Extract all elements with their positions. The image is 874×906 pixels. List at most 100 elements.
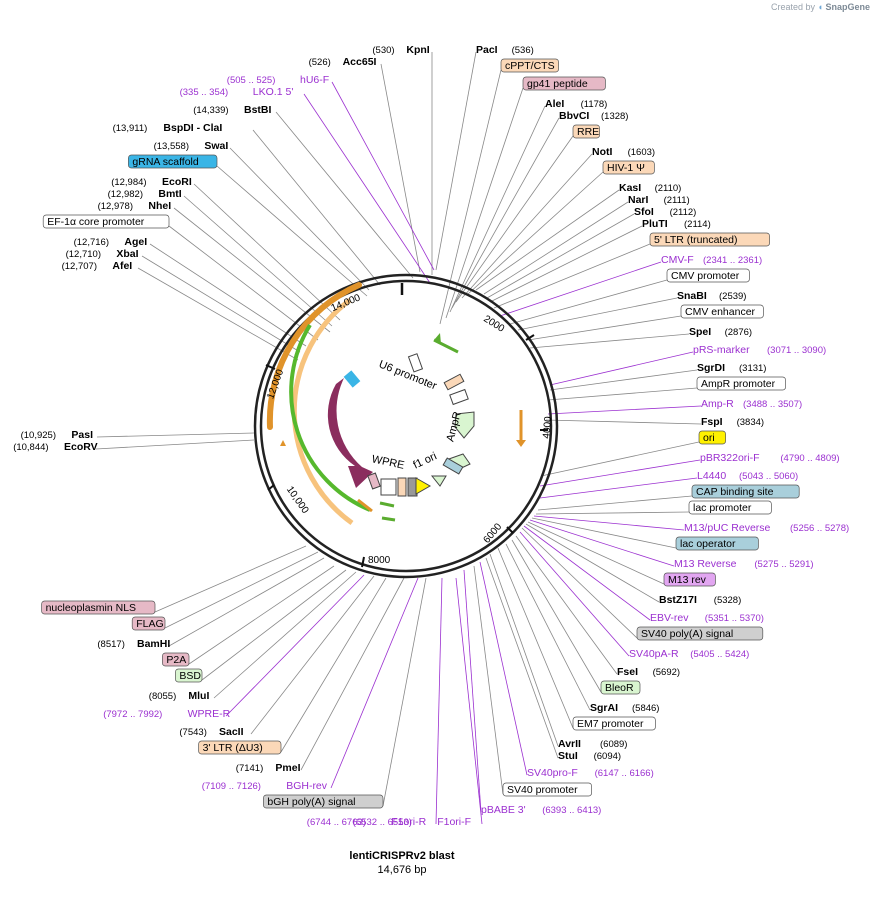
feature-label-cap-binding-site[interactable]: CAP binding site: [691, 484, 800, 499]
primer-label-pbabe-3-[interactable]: (6393 .. 6413)pBABE 3': [481, 804, 601, 816]
feature-label-5-ltr-truncated-[interactable]: 5' LTR (truncated): [649, 232, 770, 247]
site-label-xbai[interactable]: (12,710)XbaI: [66, 248, 139, 260]
site-label-alei[interactable]: (1178)AleI: [545, 98, 607, 110]
site-label-spei[interactable]: (2876)SpeI: [689, 326, 752, 338]
feature-label-bleor[interactable]: BleoR: [600, 680, 641, 695]
ltr-arrow-tail: [357, 498, 373, 513]
feature-label-3-ltr-u3-[interactable]: 3' LTR (ΔU3): [198, 740, 282, 755]
site-label-afei[interactable]: (12,707)AfeI: [62, 260, 133, 272]
site-label-kasi[interactable]: (2110)KasI: [619, 182, 681, 194]
site-label-nari[interactable]: (2111)NarI: [628, 194, 690, 206]
site-label-kpni[interactable]: (530)KpnI: [372, 44, 429, 56]
feature-label-text: RRE: [577, 126, 599, 138]
feature-label-bgh-poly-a-signal[interactable]: bGH poly(A) signal: [263, 794, 384, 809]
site-label-bspdi-clai[interactable]: (13,911)BspDI - ClaI: [113, 122, 223, 134]
site-label-mlui[interactable]: (8055)MluI: [149, 690, 210, 702]
primer-label-f1ori-r[interactable]: (6744 .. 6763)F1ori-R: [307, 816, 427, 828]
feature-label-cmv-enhancer[interactable]: CMV enhancer: [680, 304, 764, 319]
site-label-bbvci[interactable]: (1328)BbvCI: [559, 110, 628, 122]
feature-label-bsd[interactable]: BSD: [175, 668, 203, 683]
site-label-bmti[interactable]: (12,982)BmtI: [108, 188, 182, 200]
ltr-box: [443, 373, 465, 391]
feature-label-flag[interactable]: FLAG: [131, 616, 166, 631]
site-label-acc65i[interactable]: (526)Acc65I: [309, 56, 377, 68]
site-label-sacii[interactable]: (7543)SacII: [179, 726, 243, 738]
wpre-label: WPRE: [371, 453, 406, 472]
feature-label-lac-operator[interactable]: lac operator: [675, 536, 759, 551]
site-label-ecori[interactable]: (12,984)EcoRI: [111, 176, 192, 188]
site-label-noti[interactable]: (1603)NotI: [592, 146, 655, 158]
label-position: (335 .. 354): [180, 87, 229, 98]
feature-label-nucleoplasmin-nls[interactable]: nucleoplasmin NLS: [41, 600, 156, 615]
site-label-stui[interactable]: (6094)StuI: [558, 750, 621, 762]
site-label-pasi[interactable]: (10,925)PasI: [21, 429, 93, 441]
feature-label-ef-1-core-promoter[interactable]: EF-1α core promoter: [42, 214, 170, 229]
primer-label-prs-marker[interactable]: (3071 .. 3090)pRS-marker: [693, 344, 826, 356]
feature-label-lac-promoter[interactable]: lac promoter: [688, 500, 772, 515]
site-label-ecorv[interactable]: (10,844)EcoRV: [13, 441, 97, 453]
site-label-sgrai[interactable]: (5846)SgrAI: [590, 702, 659, 714]
label-position: (536): [512, 45, 534, 56]
feature-label-m13-rev[interactable]: M13 rev: [663, 572, 716, 587]
feature-label-text: gp41 peptide: [527, 78, 588, 90]
site-label-fsei[interactable]: (5692)FseI: [617, 666, 680, 678]
primer-label-hu6-f[interactable]: (505 .. 525)hU6-F: [227, 74, 329, 86]
feature-label-rre[interactable]: RRE: [572, 124, 600, 139]
site-label-pmei[interactable]: (7141)PmeI: [236, 762, 301, 774]
feature-label-sv40-promoter[interactable]: SV40 promoter: [502, 782, 592, 797]
site-label-sfoi[interactable]: (2112)SfoI: [634, 206, 696, 218]
primer-leader-line: [529, 519, 675, 567]
label-name: KpnI: [406, 44, 429, 56]
primer-label-amp-r[interactable]: (3488 .. 3507)Amp-R: [701, 398, 802, 410]
site-label-agei[interactable]: (12,716)AgeI: [74, 236, 148, 248]
site-label-paci[interactable]: (536)PacI: [476, 44, 534, 56]
label-position: (3071 .. 3090): [767, 345, 826, 356]
primer-label-m13-puc-reverse[interactable]: (5256 .. 5278)M13/pUC Reverse: [684, 522, 849, 534]
backbone-outer-ring: [253, 273, 559, 579]
feature-label-ampr-promoter[interactable]: AmpR promoter: [696, 376, 786, 391]
feature-label-gp41-peptide[interactable]: gp41 peptide: [522, 76, 606, 91]
site-label-bstbi[interactable]: (14,339)BstBI: [193, 104, 271, 116]
label-name: hU6-F: [300, 74, 329, 86]
site-label-bstz17i[interactable]: (5328)BstZ17I: [659, 594, 741, 606]
feature-label-p2a[interactable]: P2A: [162, 652, 190, 667]
right-orange-arrow-icon: [516, 440, 526, 447]
feature-label-grna-scaffold[interactable]: gRNA scaffold: [128, 154, 218, 169]
site-label-fspi[interactable]: (3834)FspI: [701, 416, 764, 428]
site-label-sgrdi[interactable]: (3131)SgrDI: [697, 362, 766, 374]
primer-label-sv40pa-r[interactable]: (5405 .. 5424)SV40pA-R: [629, 648, 749, 660]
feature-label-em7-promoter[interactable]: EM7 promoter: [572, 716, 656, 731]
feature-label-sv40-poly-a-signal[interactable]: SV40 poly(A) signal: [636, 626, 764, 641]
leader-lines: [95, 51, 702, 825]
feature-label-cppt-cts[interactable]: cPPT/CTS: [500, 58, 559, 73]
primer-label-ebv-rev[interactable]: (5351 .. 5370)EBV-rev: [650, 612, 764, 624]
green-segment-a: [379, 501, 395, 508]
primer-label-pbr322ori-f[interactable]: (4790 .. 4809)pBR322ori-F: [700, 452, 840, 464]
primer-label-wpre-r[interactable]: (7972 .. 7992)WPRE-R: [103, 708, 230, 720]
label-position: (5043 .. 5060): [739, 471, 798, 482]
label-position: (2539): [719, 291, 746, 302]
primer-label-lko-1-5-[interactable]: (335 .. 354)LKO.1 5': [180, 86, 294, 98]
label-position: (6393 .. 6413): [542, 805, 601, 816]
label-position: (12,707): [62, 261, 97, 272]
site-label-bamhi[interactable]: (8517)BamHI: [97, 638, 170, 650]
site-label-avrii[interactable]: (6089)AvrII: [558, 738, 627, 750]
site-label-pluti[interactable]: (2114)PluTI: [642, 218, 711, 230]
primer-label-cmv-f[interactable]: (2341 .. 2361)CMV-F: [661, 254, 762, 266]
primer-label-bgh-rev[interactable]: (7109 .. 7126)BGH-rev: [202, 780, 328, 792]
feature-label-box: [572, 124, 600, 139]
feature-label-text: EM7 promoter: [577, 718, 644, 730]
feature-label-hiv-1-[interactable]: HIV-1 Ψ: [602, 160, 655, 175]
feature-label-text: lac promoter: [693, 502, 752, 514]
primer-label-sv40pro-f[interactable]: (6147 .. 6166)SV40pro-F: [527, 767, 654, 779]
feature-label-ori[interactable]: ori: [698, 430, 726, 445]
feature-label-text: ori: [703, 432, 715, 444]
feature-leader-line: [164, 551, 319, 629]
site-label-swai[interactable]: (13,558)SwaI: [154, 140, 229, 152]
site-label-snabi[interactable]: (2539)SnaBI: [677, 290, 746, 302]
primer-label-l4440[interactable]: (5043 .. 5060)L4440: [697, 470, 798, 482]
primer-label-f1ori-f[interactable]: (6532 .. 6553)F1ori-F: [353, 816, 471, 828]
site-label-nhei[interactable]: (12,978)NheI: [98, 200, 172, 212]
feature-label-cmv-promoter[interactable]: CMV promoter: [666, 268, 750, 283]
primer-label-m13-reverse[interactable]: (5275 .. 5291)M13 Reverse: [674, 558, 814, 570]
